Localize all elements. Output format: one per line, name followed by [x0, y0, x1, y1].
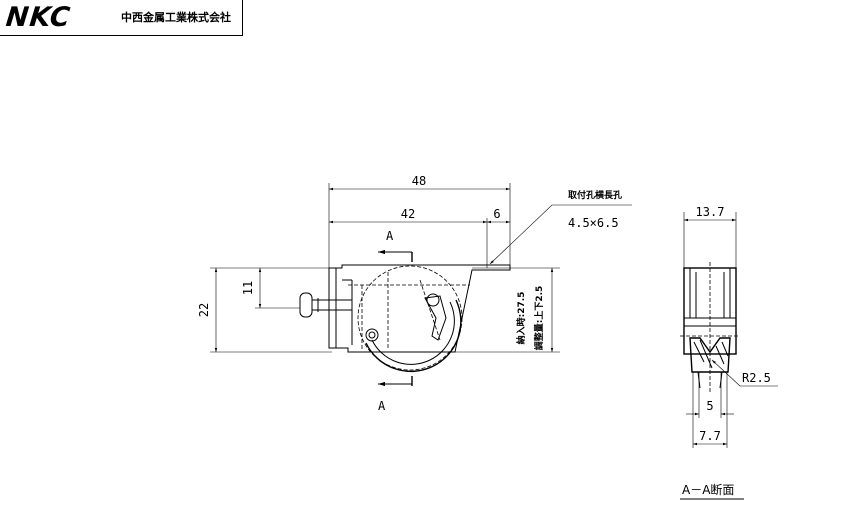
- dim-width-slot: 6: [493, 207, 500, 221]
- section-mark-bottom: A: [378, 399, 386, 413]
- adjust-note: 調整量:上下2.5: [533, 286, 545, 351]
- company-name: 中西金属工業株式会社: [121, 11, 231, 24]
- section-mark-top: A: [386, 229, 394, 243]
- section-view: 13.7 R2.5 5 7.7 A－A断面: [680, 205, 778, 500]
- dim-groove: 5: [706, 399, 713, 413]
- dim-wheel-width: 7.7: [699, 429, 721, 443]
- dim-radius: R2.5: [742, 371, 771, 385]
- title-block: NKC 中西金属工業株式会社: [0, 0, 243, 36]
- dim-top-width: 13.7: [696, 205, 725, 219]
- dim-overall-width: 48: [412, 174, 426, 188]
- mount-hole-label: 取付孔横長孔: [568, 189, 622, 201]
- front-view: 48 42 6 22 11 取付孔横長孔 4.5×6.5 納入時:27.5 調整…: [197, 174, 632, 413]
- mount-hole-size: 4.5×6.5: [568, 216, 619, 230]
- section-title: A－A断面: [682, 482, 734, 497]
- delivery-note: 納入時:27.5: [515, 292, 527, 345]
- dim-height: 22: [197, 303, 211, 317]
- dim-upper: 11: [241, 281, 255, 295]
- dim-width-main: 42: [401, 207, 415, 221]
